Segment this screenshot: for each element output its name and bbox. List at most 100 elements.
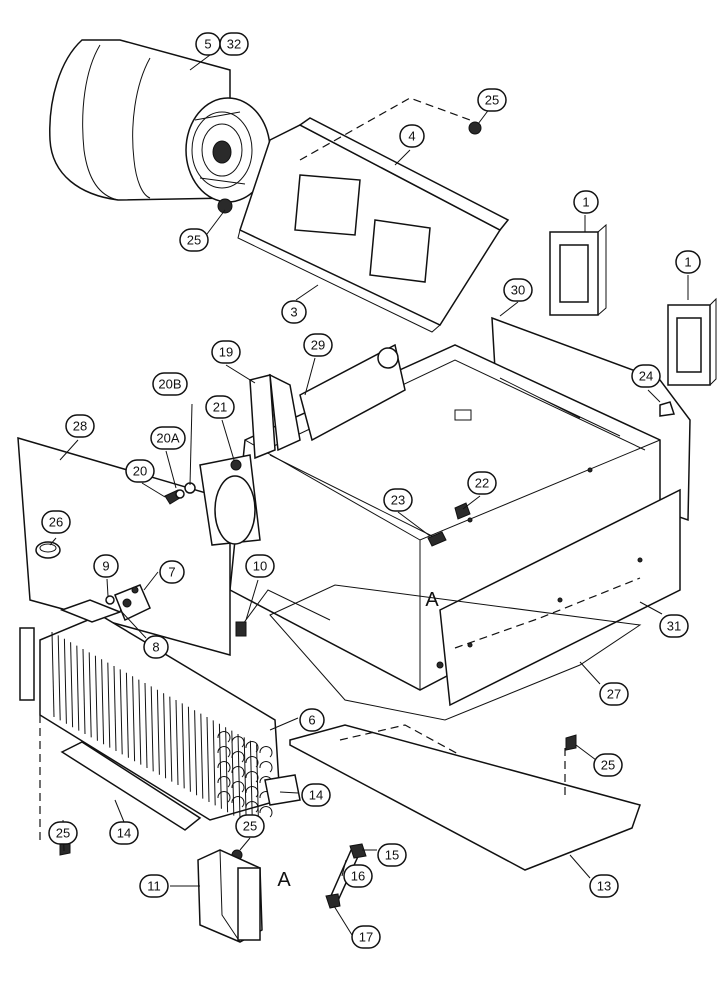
callout-label: 24 xyxy=(639,369,653,384)
callout-label: 21 xyxy=(213,400,227,415)
callout-balloon xyxy=(205,395,235,419)
callout-label: 7 xyxy=(168,565,175,580)
blower-motor-assembly xyxy=(49,39,271,203)
callout-7: 7 xyxy=(159,560,185,584)
callout-balloon xyxy=(245,554,275,578)
callout-label: 20 xyxy=(133,464,147,479)
callout-balloon xyxy=(93,554,119,578)
callout-label: 16 xyxy=(351,869,365,884)
callout-label: 17 xyxy=(359,930,373,945)
callout-1: 1 xyxy=(573,190,599,214)
callout-label: 15 xyxy=(385,848,399,863)
callout-25: 25 xyxy=(235,814,265,838)
callout-label: 23 xyxy=(391,493,405,508)
section-reference-a-secondary: A xyxy=(277,869,291,891)
callout-31: 31 xyxy=(659,614,689,638)
callout-label: 20A xyxy=(156,431,179,446)
callout-label: 14 xyxy=(117,826,131,841)
callout-20a: 20A xyxy=(150,426,186,450)
callout-label: 28 xyxy=(73,419,87,434)
callout-24: 24 xyxy=(631,364,661,388)
callout-label: 14 xyxy=(309,788,323,803)
callout-balloon xyxy=(152,372,188,396)
callout-14: 14 xyxy=(301,783,331,807)
callout-balloon xyxy=(351,925,381,949)
callout-balloon xyxy=(599,682,629,706)
bracket-19 xyxy=(249,373,301,460)
clamp-26 xyxy=(35,541,61,559)
callout-20: 20 xyxy=(125,459,155,483)
air-filter-right xyxy=(667,297,717,386)
callout-29: 29 xyxy=(303,333,333,357)
callout-balloon xyxy=(503,278,533,302)
callout-balloon xyxy=(139,874,169,898)
callout-25: 25 xyxy=(179,228,209,252)
callout-9: 9 xyxy=(93,554,119,578)
valve-7 xyxy=(114,584,151,622)
callout-10: 10 xyxy=(245,554,275,578)
o-ring-9 xyxy=(105,595,115,605)
callout-label: 11 xyxy=(147,879,161,894)
callout-balloon xyxy=(281,300,307,324)
callout-label: 30 xyxy=(511,283,525,298)
callout-balloon xyxy=(219,32,249,56)
bottom-plate-13 xyxy=(289,724,641,871)
capillary-tube-10 xyxy=(235,589,331,637)
callout-11: 11 xyxy=(139,874,169,898)
callout-balloon xyxy=(301,783,331,807)
callout-25: 25 xyxy=(593,753,623,777)
callout-19: 19 xyxy=(211,340,241,364)
callout-label: 3 xyxy=(290,305,297,320)
callout-balloon xyxy=(109,821,139,845)
leader-lines xyxy=(49,54,689,936)
air-filter-left xyxy=(549,223,607,316)
callout-balloon xyxy=(159,560,185,584)
callout-label: 31 xyxy=(667,619,681,634)
foam-strip-14 xyxy=(60,741,301,831)
callout-17: 17 xyxy=(351,925,381,949)
callout-label: 26 xyxy=(49,515,63,530)
callout-balloon xyxy=(235,814,265,838)
callout-28: 28 xyxy=(65,414,95,438)
panel-29 xyxy=(299,343,406,442)
callout-13: 13 xyxy=(589,874,619,898)
callout-balloon xyxy=(65,414,95,438)
callout-21: 21 xyxy=(205,395,235,419)
callout-balloon xyxy=(573,190,599,214)
callout-25: 25 xyxy=(48,821,78,845)
callout-label: 1 xyxy=(684,255,691,270)
callout-label: 13 xyxy=(597,879,611,894)
callout-label: 1 xyxy=(582,195,589,210)
callout-26: 26 xyxy=(41,510,71,534)
callout-8: 8 xyxy=(143,635,169,659)
callout-balloon xyxy=(477,88,507,112)
callout-balloon xyxy=(377,843,407,867)
callout-1: 1 xyxy=(675,250,701,274)
callout-label: 27 xyxy=(607,687,621,702)
callout-label: 29 xyxy=(311,338,325,353)
callout-6: 6 xyxy=(299,708,325,732)
callout-label: 8 xyxy=(152,640,159,655)
callout-balloon xyxy=(48,821,78,845)
callout-balloon xyxy=(631,364,661,388)
callout-label: 4 xyxy=(408,129,415,144)
callout-balloon xyxy=(399,124,425,148)
control-module-11 xyxy=(197,849,263,943)
callout-5: 5 xyxy=(195,32,221,56)
callout-30: 30 xyxy=(503,278,533,302)
callout-balloon xyxy=(303,333,333,357)
callout-label: 6 xyxy=(308,713,315,728)
callout-balloon xyxy=(675,250,701,274)
callout-balloon xyxy=(343,864,373,888)
callout-3: 3 xyxy=(281,300,307,324)
callout-balloon xyxy=(589,874,619,898)
assembly-lines xyxy=(39,97,641,842)
callout-balloon xyxy=(211,340,241,364)
callout-balloon xyxy=(143,635,169,659)
callout-20b: 20B xyxy=(152,372,188,396)
callout-label: 19 xyxy=(219,345,233,360)
callout-balloon xyxy=(125,459,155,483)
callout-16: 16 xyxy=(343,864,373,888)
